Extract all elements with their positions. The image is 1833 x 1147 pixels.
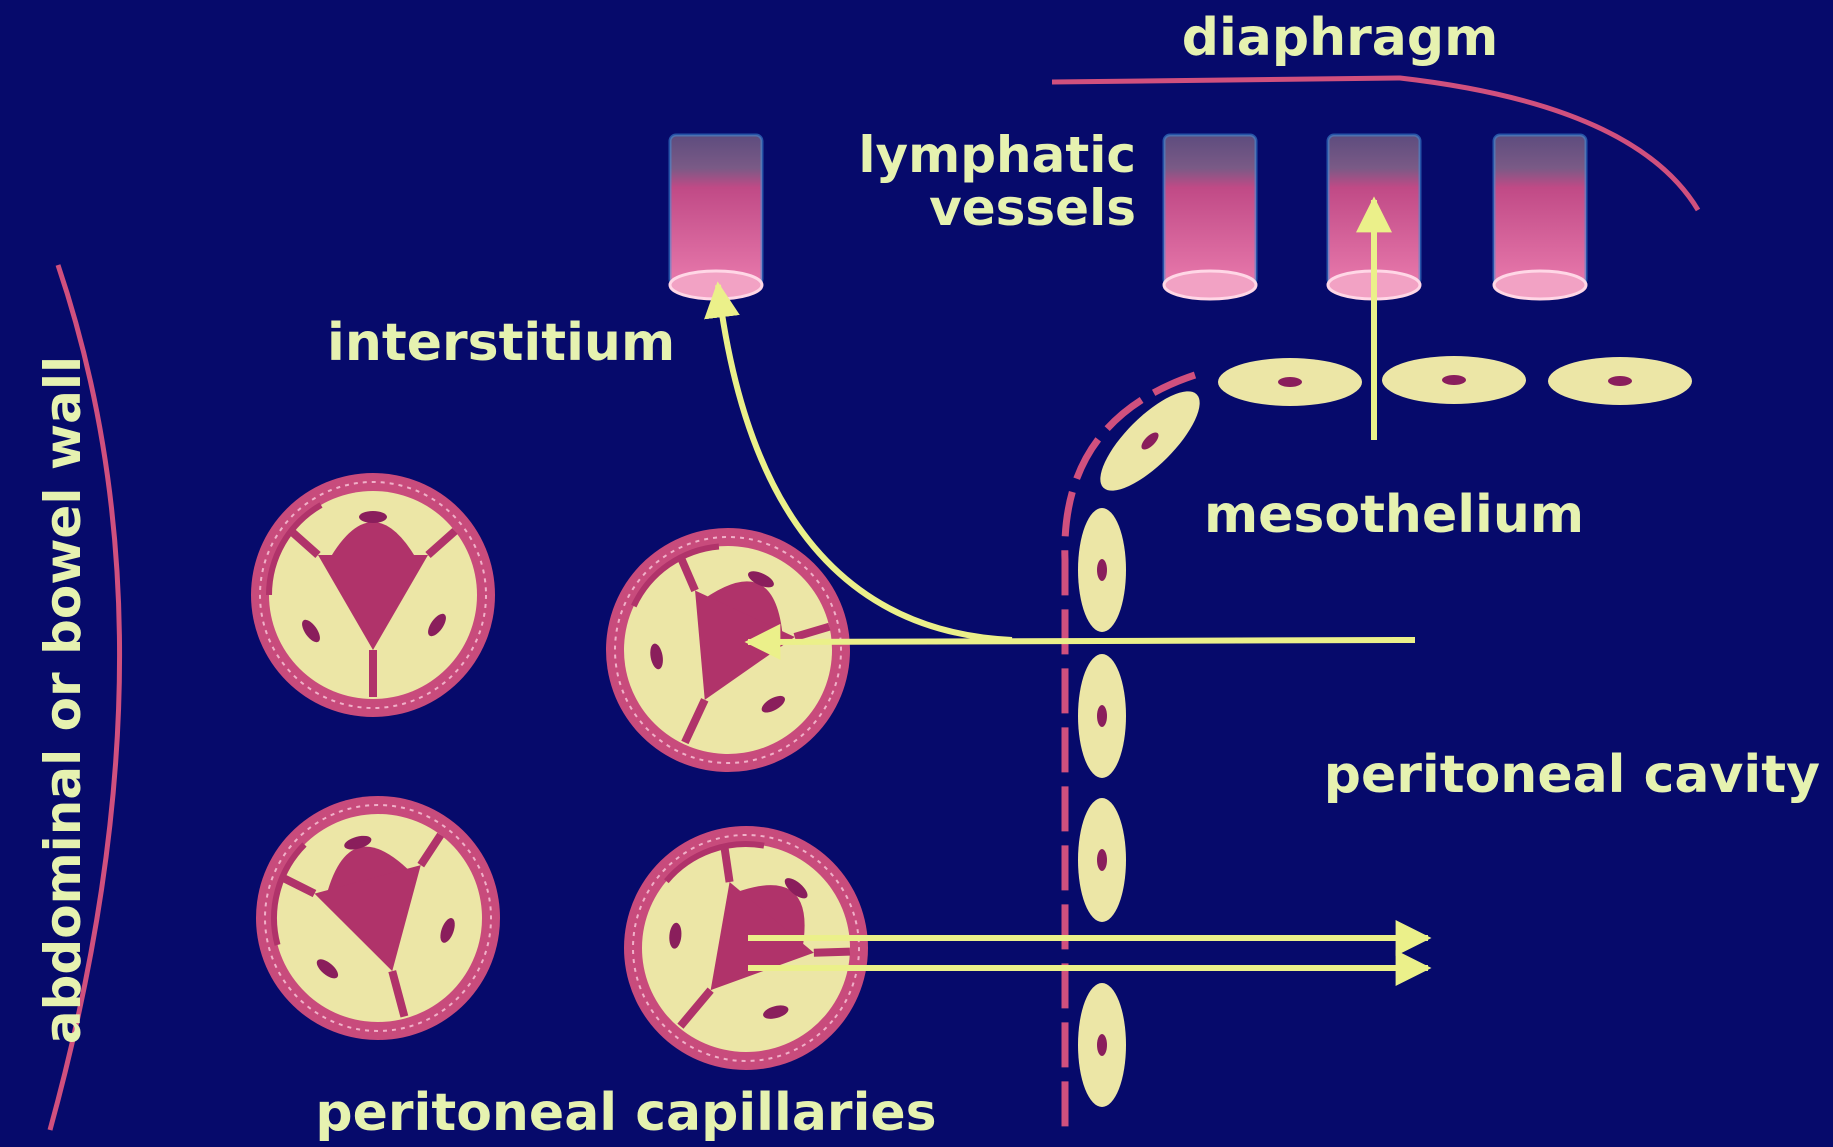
- lymphatic-vessel: [1164, 135, 1256, 299]
- mesothelial-cell: [1548, 357, 1692, 405]
- absorption-arrow-to-capillary: [748, 640, 1415, 642]
- mesothelial-cell: [1218, 358, 1362, 406]
- peritoneal-capillary: [251, 473, 495, 717]
- label-vessels: vessels: [929, 179, 1136, 237]
- peritoneal-capillary: [566, 488, 890, 812]
- mesothelial-cell: [1078, 508, 1126, 632]
- label-abdominal-wall: abdominal or bowel wall: [34, 356, 92, 1044]
- mesothelial-cell: [1086, 377, 1213, 504]
- label-diaphragm: diaphragm: [1182, 8, 1499, 68]
- lymphatic-vessel: [670, 135, 762, 299]
- label-mesothelium: mesothelium: [1204, 485, 1584, 545]
- label-lymphatic: lymphatic: [858, 126, 1136, 184]
- mesothelial-cell: [1382, 356, 1526, 404]
- lymphatic-vessel: [1494, 135, 1586, 299]
- label-interstitium: interstitium: [327, 313, 675, 373]
- label-peritoneal-cavity: peritoneal cavity: [1324, 745, 1820, 805]
- peritoneal-capillary: [229, 769, 528, 1068]
- peritoneal-capillary: [574, 776, 918, 1120]
- mesothelial-cell: [1078, 654, 1126, 778]
- mesothelial-cell: [1078, 983, 1126, 1107]
- mesothelial-cell: [1078, 798, 1126, 922]
- label-peritoneal-capillaries: peritoneal capillaries: [315, 1083, 936, 1143]
